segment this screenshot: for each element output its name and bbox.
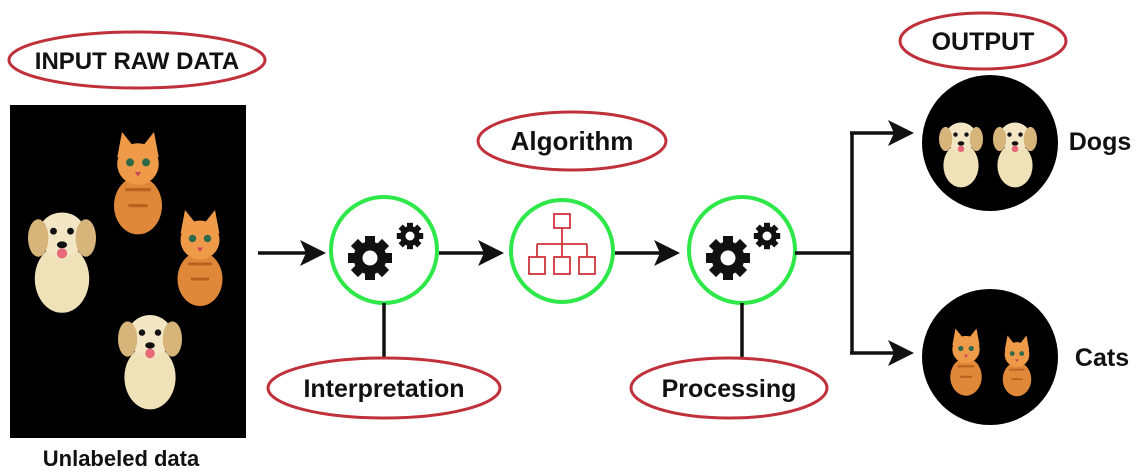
output-branch-lines — [795, 120, 914, 366]
input-label-ellipse — [7, 30, 267, 90]
processing-node — [687, 195, 797, 305]
processing-label: Processing — [662, 375, 797, 403]
processing-label-ellipse — [629, 356, 829, 420]
interpretation-label: Interpretation — [303, 375, 464, 403]
arrow-to-processing — [615, 240, 680, 266]
output-class-cats: Cats — [1075, 344, 1129, 372]
algorithm-label-ellipse — [476, 110, 668, 172]
arrow-to-algorithm — [439, 240, 504, 266]
arrow-to-interpretation — [258, 240, 326, 266]
input-image-panel — [10, 105, 246, 438]
output-class-dogs: Dogs — [1069, 128, 1132, 156]
output-label-ellipse — [898, 11, 1068, 71]
dogs-output-circle — [922, 75, 1058, 211]
interpretation-node — [329, 195, 439, 305]
interpretation-label-ellipse — [266, 356, 502, 420]
algorithm-node — [509, 198, 615, 304]
input-caption: Unlabeled data — [43, 446, 200, 471]
cats-output-circle — [922, 289, 1058, 425]
algorithm-label: Algorithm — [511, 126, 634, 156]
hierarchy-icon — [528, 213, 596, 275]
output-label: OUTPUT — [932, 28, 1035, 56]
input-label: INPUT RAW DATA — [35, 48, 239, 75]
